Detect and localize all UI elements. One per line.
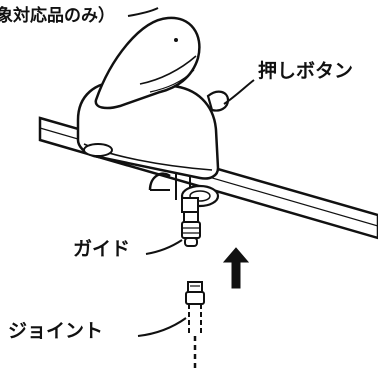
guide-part <box>181 211 201 247</box>
up-arrow-icon <box>222 247 250 289</box>
push-button-leader-line <box>223 79 255 105</box>
joint-part <box>185 281 205 336</box>
guide-label: ガイド <box>73 238 131 260</box>
faucet-lever-handle <box>94 16 201 110</box>
note-label: 象対応品のみ） <box>0 6 115 26</box>
mounting-hardware <box>148 172 220 213</box>
push-button-label: 押しボタン <box>258 60 354 82</box>
joint-leader-line <box>137 317 187 337</box>
push-button-part <box>206 90 230 112</box>
guide-leader-line <box>145 239 183 255</box>
joint-label: ジョイント <box>8 320 104 342</box>
note-leader-line <box>127 7 159 17</box>
